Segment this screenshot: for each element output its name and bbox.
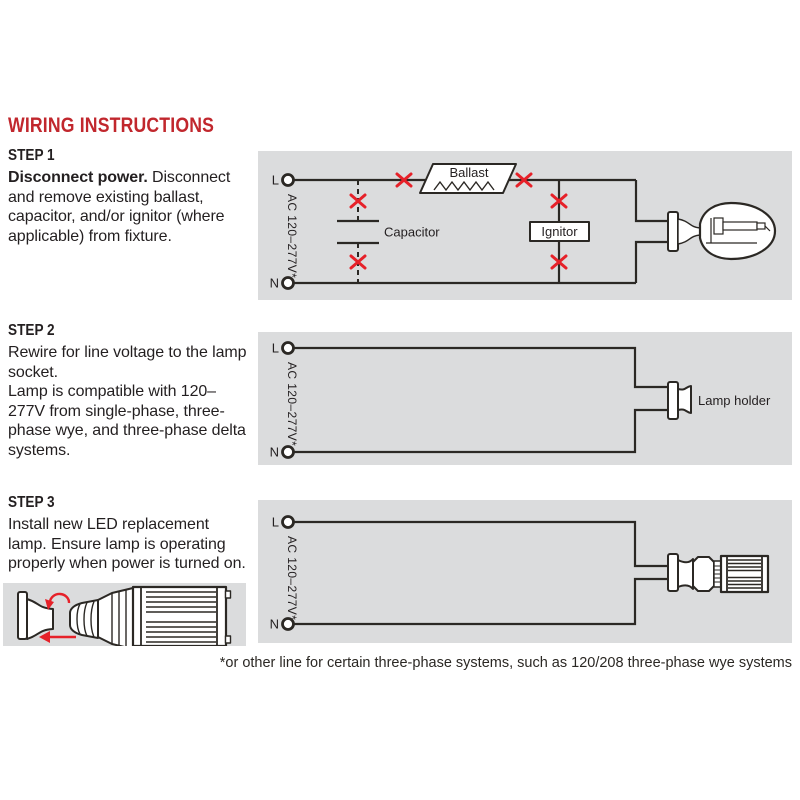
- fin-lines: [728, 559, 761, 589]
- line-terminal: L: [272, 341, 295, 356]
- neutral-terminal-label: N: [270, 276, 279, 291]
- neutral-terminal-label: N: [270, 617, 279, 632]
- line-terminal: L: [272, 173, 295, 188]
- neutral-terminal: N: [270, 445, 295, 460]
- collar-ridges: [111, 589, 127, 646]
- capacitor-label: Capacitor: [384, 225, 440, 240]
- led-lamp-symbol: [69, 585, 232, 646]
- neutral-terminal: N: [270, 617, 295, 632]
- diagram-panel-background: [258, 332, 792, 465]
- lamp-holder-label: Lamp holder: [698, 393, 771, 408]
- line-terminal-label: L: [272, 341, 279, 356]
- ballast-symbol: Ballast: [419, 163, 517, 194]
- screw-thread-detail: [76, 601, 95, 638]
- arc-tube-detail: [706, 217, 771, 244]
- step2-heading: STEP 2: [8, 322, 55, 339]
- step1-wiring-diagram: L N AC 120–277V* Capacitor Ballast Ignit…: [258, 151, 792, 300]
- step3-paragraph: Install new LED replacement lamp. Ensure…: [8, 516, 246, 572]
- step3-wiring-diagram: L N AC 120–277V*: [258, 500, 792, 643]
- line-terminal-label: L: [272, 515, 279, 530]
- supply-voltage-label: AC 120–277V*: [285, 536, 299, 620]
- circuit-wires: [294, 520, 668, 626]
- ballast-label: Ballast: [449, 165, 488, 180]
- step3-install-illustration: [3, 583, 246, 646]
- footnote: *or other line for certain three-phase s…: [219, 655, 792, 671]
- step1-paragraph: Disconnect power. Disconnect and remove …: [8, 169, 231, 245]
- supply-voltage-label: AC 120–277V*: [285, 194, 299, 278]
- rotation-arrow: [45, 592, 71, 610]
- step2-paragraph-2: Lamp is compatible with 120–277V from si…: [8, 383, 246, 459]
- circuit-wires: [294, 346, 668, 454]
- lamp-holder-symbol: [17, 591, 54, 640]
- step1-text-block: STEP 1 Disconnect power. Disconnect and …: [8, 147, 250, 246]
- installed-led-lamp-symbol: [667, 553, 770, 594]
- line-terminal: L: [272, 515, 295, 530]
- line-terminal-label: L: [272, 173, 279, 188]
- neutral-terminal: N: [270, 276, 295, 291]
- supply-voltage-label: AC 120–277V*: [285, 362, 299, 446]
- step2-wiring-diagram: L N AC 120–277V* Lamp holder: [258, 332, 792, 465]
- ignitor-symbol: Ignitor: [529, 221, 590, 242]
- capacitor-symbol: Capacitor: [337, 219, 440, 245]
- step3-heading: STEP 3: [8, 494, 55, 511]
- insert-arrow: [39, 631, 76, 643]
- lamp-holder-symbol: Lamp holder: [667, 381, 771, 420]
- neutral-terminal-label: N: [270, 445, 279, 460]
- disconnect-x-marks: [349, 172, 568, 270]
- step3-text-block: STEP 3 Install new LED replacement lamp.…: [8, 494, 250, 574]
- fin-lines: [146, 591, 216, 643]
- hid-lamp-symbol: [667, 201, 777, 261]
- thread-ring-detail: [714, 565, 721, 583]
- ignitor-label: Ignitor: [541, 224, 578, 239]
- step2-text-block: STEP 2 Rewire for line voltage to the la…: [8, 322, 250, 460]
- step2-paragraph-1: Rewire for line voltage to the lamp sock…: [8, 344, 247, 381]
- page-title: WIRING INSTRUCTIONS: [8, 114, 215, 137]
- step1-heading: STEP 1: [8, 147, 55, 164]
